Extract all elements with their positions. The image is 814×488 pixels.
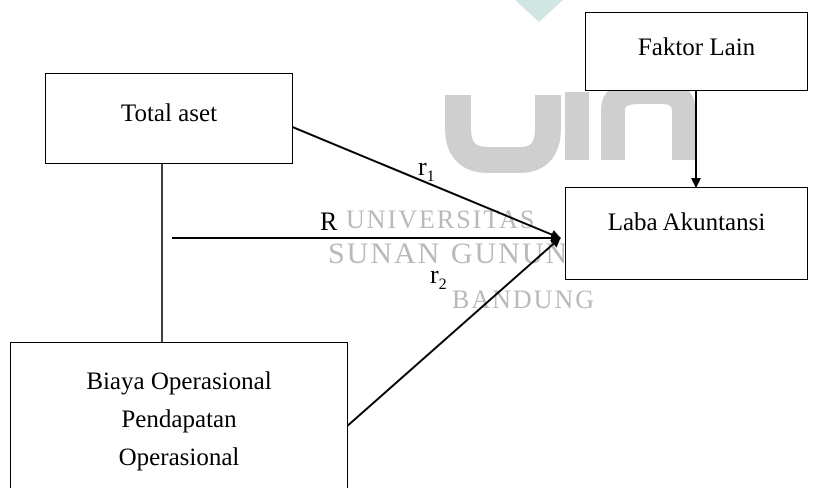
label-r1: r1 bbox=[418, 152, 435, 186]
node-bopo-line2: Pendapatan bbox=[121, 406, 237, 433]
watermark-line1: UNIVERSITAS bbox=[346, 205, 537, 234]
watermark-diamond-shape bbox=[515, 0, 563, 22]
label-r2: r2 bbox=[430, 260, 447, 294]
arrow-bopo-to-laba bbox=[344, 237, 561, 429]
label-r1-sub: 1 bbox=[426, 168, 435, 186]
node-faktor-lain-label: Faktor Lain bbox=[637, 34, 756, 61]
node-faktor-lain: Faktor Lain bbox=[585, 12, 808, 91]
label-r2-base: r bbox=[430, 260, 439, 289]
watermark-letter-n bbox=[601, 80, 696, 160]
label-r1-base: r bbox=[418, 152, 427, 181]
label-r2-sub: 2 bbox=[438, 276, 447, 294]
arrow-total-aset-to-laba bbox=[289, 125, 561, 240]
watermark-letter-i bbox=[565, 92, 589, 160]
node-bopo-line3: Operasional bbox=[118, 444, 240, 471]
label-R: R bbox=[320, 207, 338, 236]
node-bopo: Biaya Operasional Pendapatan Operasional bbox=[10, 342, 348, 488]
node-laba-akuntansi-label: Laba Akuntansi bbox=[607, 209, 766, 236]
node-laba-akuntansi: Laba Akuntansi bbox=[565, 187, 808, 280]
node-bopo-line1: Biaya Operasional bbox=[86, 368, 272, 395]
node-total-aset-label: Total aset bbox=[120, 100, 218, 127]
watermark-letter-u bbox=[445, 95, 561, 173]
watermark-line3: BANDUNG bbox=[452, 285, 596, 314]
node-total-aset: Total aset bbox=[45, 73, 293, 164]
